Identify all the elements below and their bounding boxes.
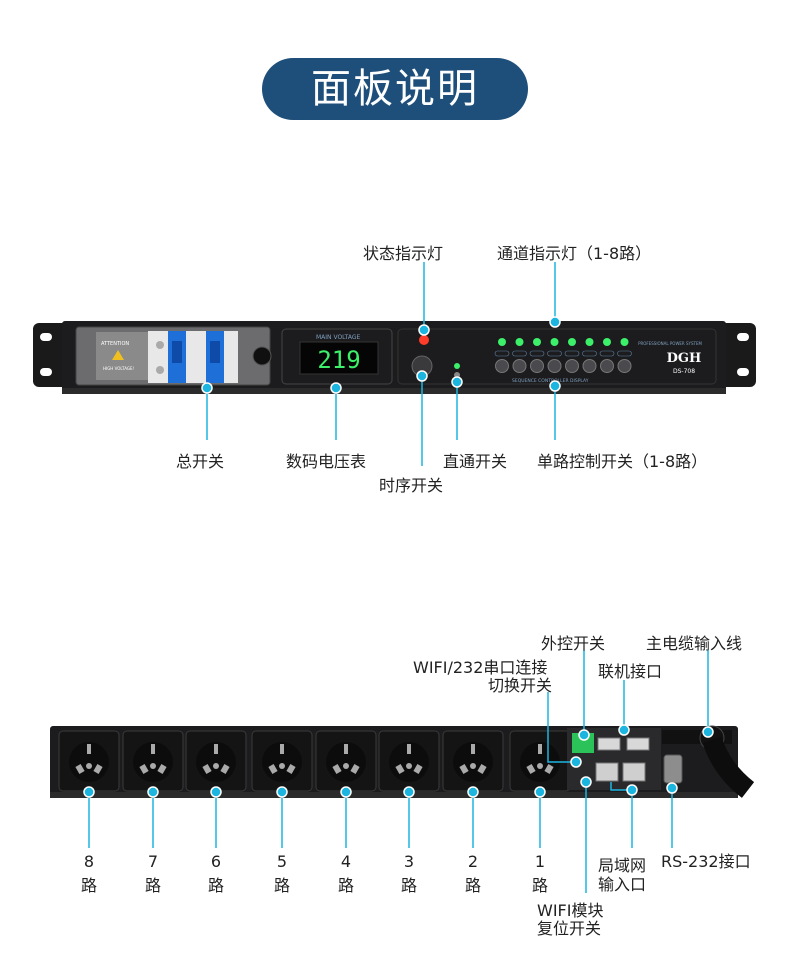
channel-switch-6[interactable] — [583, 360, 596, 373]
channel-switch-4[interactable] — [548, 360, 561, 373]
channel-tag-4 — [548, 351, 562, 356]
outlet-label-number-8: 8 — [74, 852, 104, 871]
label-wifi-232-switch-l2: 切换开关 — [488, 672, 552, 696]
external-control-terminal — [572, 733, 594, 753]
label-sequence-switch: 时序开关 — [379, 472, 443, 496]
channel-tag-8 — [618, 351, 632, 356]
label-status-light: 状态指示灯 — [363, 240, 443, 264]
voltage-caption: MAIN VOLTAGE — [316, 334, 361, 341]
label-channel-switches: 单路控制开关（1-8路） — [537, 448, 707, 472]
outlet-label-number-3: 3 — [394, 852, 424, 871]
bypass-switch — [454, 372, 460, 378]
channel-led-3 — [533, 338, 541, 346]
channel-switch-3[interactable] — [531, 360, 544, 373]
channel-tag-5 — [565, 351, 579, 356]
sequence-caption: SEQUENCE CONTROLLER DISPLAY — [512, 378, 589, 384]
label-link-port: 联机接口 — [598, 658, 662, 682]
channel-led-4 — [551, 338, 559, 346]
sequence-switch — [412, 356, 432, 376]
outlet-label-number-6: 6 — [201, 852, 231, 871]
outlet-label-number-2: 2 — [458, 852, 488, 871]
outlet-4 — [316, 731, 376, 791]
label-main-power-cable: 主电缆输入线 — [646, 630, 742, 654]
channel-switch-5[interactable] — [566, 360, 579, 373]
model-label: DS-708 — [673, 368, 695, 375]
channel-switch-8[interactable] — [618, 360, 631, 373]
status-led — [419, 335, 429, 345]
outlet-8 — [59, 731, 119, 791]
channel-led-1 — [498, 338, 506, 346]
label-wifi-reset-l2: 复位开关 — [537, 915, 601, 939]
outlet-label-number-4: 4 — [331, 852, 361, 871]
outlet-1 — [510, 731, 570, 791]
lan-port-2 — [623, 763, 645, 781]
outlet-label-unit-6: 路 — [201, 872, 231, 896]
label-bypass-switch: 直通开关 — [443, 448, 507, 472]
outlet-7 — [123, 731, 183, 791]
label-external-control: 外控开关 — [541, 630, 605, 654]
rack-ear-right — [718, 323, 756, 387]
outlet-label-number-1: 1 — [525, 852, 555, 871]
main-breaker — [148, 331, 238, 383]
channel-tag-1 — [495, 351, 509, 356]
outlet-6 — [186, 731, 246, 791]
voltage-reading: 219 — [317, 346, 360, 374]
channel-switch-2[interactable] — [513, 360, 526, 373]
outlet-label-unit-7: 路 — [138, 872, 168, 896]
rack-ear-left — [33, 323, 71, 387]
outlet-3 — [379, 731, 439, 791]
channel-led-7 — [603, 338, 611, 346]
outlet-label-number-5: 5 — [267, 852, 297, 871]
channel-led-8 — [621, 338, 629, 346]
label-rs232: RS-232接口 — [661, 848, 751, 872]
channel-led-2 — [516, 338, 524, 346]
bypass-led — [454, 363, 460, 369]
breaker-window — [76, 327, 270, 385]
svg-text:HIGH VOLTAGE!: HIGH VOLTAGE! — [103, 366, 134, 371]
outlet-label-unit-1: 路 — [525, 872, 555, 896]
rear-panel — [50, 726, 738, 798]
outlet-label-unit-4: 路 — [331, 872, 361, 896]
outlet-label-unit-5: 路 — [267, 872, 297, 896]
channel-switch-1[interactable] — [496, 360, 509, 373]
label-voltmeter: 数码电压表 — [286, 448, 366, 472]
channel-tag-6 — [583, 351, 597, 356]
channel-switch-7[interactable] — [601, 360, 614, 373]
outlet-label-number-7: 7 — [138, 852, 168, 871]
svg-text:PROFESSIONAL POWER SYSTEM: PROFESSIONAL POWER SYSTEM — [638, 341, 702, 346]
page-title: 面板说明 — [262, 58, 528, 120]
channel-tag-2 — [513, 351, 527, 356]
brand-logo: DGH — [667, 351, 702, 366]
outlet-label-unit-3: 路 — [394, 872, 424, 896]
label-main-switch: 总开关 — [176, 448, 224, 472]
channel-led-5 — [568, 338, 576, 346]
outlet-2 — [443, 731, 503, 791]
label-lan-input-l2: 输入口 — [598, 871, 646, 895]
channel-led-6 — [586, 338, 594, 346]
outlet-label-unit-8: 路 — [74, 872, 104, 896]
usb-port-1 — [598, 738, 620, 750]
channel-tag-3 — [530, 351, 544, 356]
lan-port-1 — [596, 763, 618, 781]
channel-tag-7 — [600, 351, 614, 356]
rs232-port — [664, 755, 682, 783]
usb-port-2 — [627, 738, 649, 750]
label-channel-lights: 通道指示灯（1-8路） — [497, 240, 651, 264]
svg-text:ATTENTION: ATTENTION — [101, 341, 129, 347]
outlet-label-unit-2: 路 — [458, 872, 488, 896]
voltage-display — [300, 342, 378, 374]
outlet-5 — [252, 731, 312, 791]
